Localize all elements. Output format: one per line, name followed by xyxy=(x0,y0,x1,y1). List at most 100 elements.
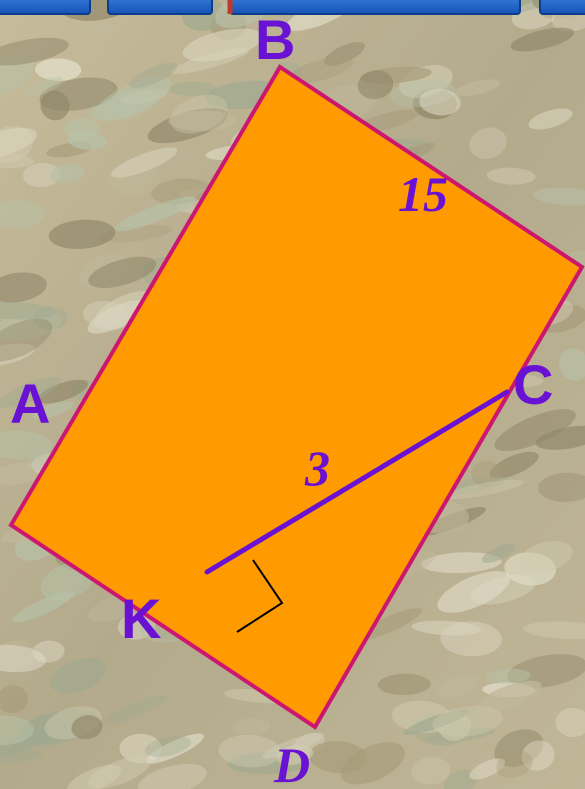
pebble xyxy=(0,343,36,368)
pebble xyxy=(145,733,204,764)
pebble xyxy=(0,54,35,97)
pebble xyxy=(455,79,501,96)
pebble xyxy=(49,164,85,184)
vertex-label-k: K xyxy=(121,587,161,650)
vertex-label-b: B xyxy=(255,8,295,71)
pebble xyxy=(432,705,503,737)
pebble xyxy=(485,668,531,684)
pebble xyxy=(471,460,501,488)
pebble xyxy=(37,379,89,404)
nav-button-4[interactable] xyxy=(539,0,585,15)
pebble xyxy=(481,543,516,563)
pebble xyxy=(32,640,65,663)
pebble xyxy=(469,758,506,780)
pebble xyxy=(87,300,147,334)
vertex-label-d: D xyxy=(273,737,310,789)
pebble xyxy=(0,153,35,169)
pebble xyxy=(440,621,502,657)
pebble xyxy=(168,110,237,132)
pebble xyxy=(0,200,45,229)
pebble xyxy=(182,28,262,62)
pebble xyxy=(117,612,156,640)
pebble xyxy=(64,117,99,140)
vertex-label-a: A xyxy=(10,372,50,435)
pebble xyxy=(436,674,479,700)
vertex-label-c: C xyxy=(513,353,553,416)
pebble xyxy=(0,272,47,303)
pebble xyxy=(0,302,56,320)
pebble xyxy=(469,127,507,160)
pebble xyxy=(0,715,34,746)
pebble xyxy=(446,476,507,494)
nav-button-1[interactable] xyxy=(0,0,91,15)
pebble xyxy=(437,571,511,613)
pebble xyxy=(559,348,585,381)
top-nav-bar xyxy=(0,0,585,15)
pebble xyxy=(0,644,46,673)
pebble xyxy=(23,162,61,188)
pebble xyxy=(94,76,172,121)
pebble xyxy=(532,187,585,206)
pebble xyxy=(0,430,53,460)
pebble xyxy=(114,196,197,232)
pebble xyxy=(12,591,75,623)
pebble xyxy=(232,718,271,735)
pebble xyxy=(111,147,178,178)
pebble xyxy=(0,318,53,362)
nav-button-3[interactable] xyxy=(229,0,521,15)
pebble xyxy=(144,736,192,757)
pebble xyxy=(288,57,354,84)
nav-button-2[interactable] xyxy=(107,0,213,15)
pebble xyxy=(39,77,118,111)
pebble xyxy=(0,37,69,66)
pebble xyxy=(0,639,37,672)
pebble xyxy=(218,734,282,768)
rectangle-abcd xyxy=(8,64,585,730)
pebble xyxy=(50,658,107,694)
pebble xyxy=(443,769,478,789)
pebble xyxy=(494,409,576,452)
pebble xyxy=(262,732,325,759)
pebble xyxy=(26,76,63,96)
pebble xyxy=(87,756,151,789)
pebble xyxy=(504,552,557,586)
pebble xyxy=(419,88,461,116)
pebble xyxy=(411,756,451,785)
pebble xyxy=(537,472,585,502)
pebble xyxy=(119,733,162,764)
pebble xyxy=(421,552,502,574)
pebble xyxy=(138,763,207,789)
segment-length-label: 3 xyxy=(304,440,330,496)
pebble xyxy=(486,167,536,185)
pebble xyxy=(168,81,217,97)
right-angle-mark xyxy=(236,559,284,633)
pebble xyxy=(510,27,575,52)
pebble xyxy=(35,58,82,81)
pebble xyxy=(496,750,533,778)
pebble xyxy=(324,41,365,66)
pebble xyxy=(0,127,38,160)
pebble xyxy=(0,685,28,714)
pebble xyxy=(555,707,585,738)
pebble xyxy=(523,621,585,640)
pebble xyxy=(276,745,314,765)
pebble xyxy=(0,376,62,409)
pebble xyxy=(71,715,103,740)
segment-ck xyxy=(204,389,510,575)
pebble xyxy=(0,750,42,764)
pebble xyxy=(528,108,573,130)
pebble xyxy=(357,70,394,100)
pebble xyxy=(88,256,157,289)
pebble xyxy=(535,425,585,450)
pebble xyxy=(129,62,178,88)
pebble xyxy=(308,741,368,774)
pebble xyxy=(105,695,168,725)
pebble xyxy=(475,680,542,715)
pebble xyxy=(521,740,555,771)
pebble xyxy=(506,654,585,688)
pebble xyxy=(0,462,45,485)
pebble xyxy=(32,401,74,419)
pebble xyxy=(82,23,116,36)
